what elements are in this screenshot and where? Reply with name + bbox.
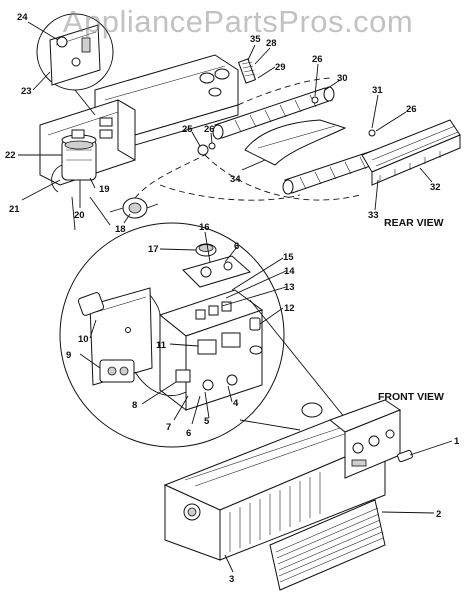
- relay-detail-inset: [36, 13, 114, 116]
- front-grille-panel: [269, 499, 386, 591]
- callout-26-top: 26: [312, 54, 323, 65]
- callout-12: 12: [284, 303, 295, 314]
- leader-line: [89, 196, 111, 226]
- callout-23: 23: [21, 86, 32, 97]
- callout-18: 18: [115, 224, 126, 235]
- callout-13: 13: [284, 282, 295, 293]
- leader-line: [239, 419, 301, 431]
- leader-line: [71, 196, 76, 231]
- fan-motor: [109, 154, 206, 219]
- callout-15: 15: [283, 252, 294, 263]
- blower-screw: [237, 58, 257, 84]
- refrigerant-path-dashed: [159, 77, 361, 201]
- callout-25: 25: [182, 124, 193, 135]
- rear-coil: [361, 119, 461, 186]
- callout-6-top: 6: [234, 241, 239, 252]
- callout-21: 21: [9, 204, 20, 215]
- callout-26-right: 26: [406, 104, 417, 115]
- blower-wheel-lower: [282, 148, 385, 195]
- callout-24: 24: [17, 12, 28, 23]
- callout-labels: 24 23 22 21 20 19 18 25 26 35 28 29 26 3…: [5, 12, 460, 585]
- control-box-detail-inset: [59, 222, 285, 448]
- callout-26-left: 26: [204, 124, 215, 135]
- blower-wheel-upper: [212, 86, 335, 140]
- callout-31: 31: [372, 85, 383, 96]
- callout-22: 22: [5, 150, 16, 161]
- front-control-panel: [301, 399, 402, 479]
- callout-9: 9: [66, 350, 71, 361]
- callout-28: 28: [266, 38, 277, 49]
- callout-2: 2: [436, 509, 441, 520]
- callout-1: 1: [454, 436, 460, 447]
- callout-leaders: [18, 21, 453, 573]
- callout-30: 30: [337, 73, 348, 84]
- bushings: [197, 96, 376, 156]
- callout-20: 20: [74, 210, 85, 221]
- callout-34: 34: [230, 174, 241, 185]
- capacitor-assembly: [51, 129, 97, 193]
- callout-8: 8: [132, 400, 137, 411]
- front-view-label: FRONT VIEW: [378, 391, 444, 403]
- front-knob: [397, 449, 413, 463]
- callout-14: 14: [284, 266, 295, 277]
- callout-5: 5: [204, 416, 210, 427]
- callout-19: 19: [99, 184, 110, 195]
- blower-scroll: [244, 119, 347, 166]
- callout-10: 10: [78, 334, 89, 345]
- callout-32: 32: [430, 182, 441, 193]
- front-unit-housing: [163, 419, 387, 561]
- callout-16: 16: [199, 222, 210, 233]
- callout-7: 7: [166, 422, 171, 433]
- callout-17: 17: [148, 244, 159, 255]
- callout-3: 3: [229, 574, 234, 585]
- rear-view-label: REAR VIEW: [384, 217, 444, 229]
- callout-6-bottom: 6: [186, 428, 191, 439]
- callout-33: 33: [368, 210, 379, 221]
- callout-4: 4: [233, 398, 239, 409]
- callout-11: 11: [156, 340, 167, 351]
- callout-29: 29: [275, 62, 286, 73]
- callout-35: 35: [250, 34, 261, 45]
